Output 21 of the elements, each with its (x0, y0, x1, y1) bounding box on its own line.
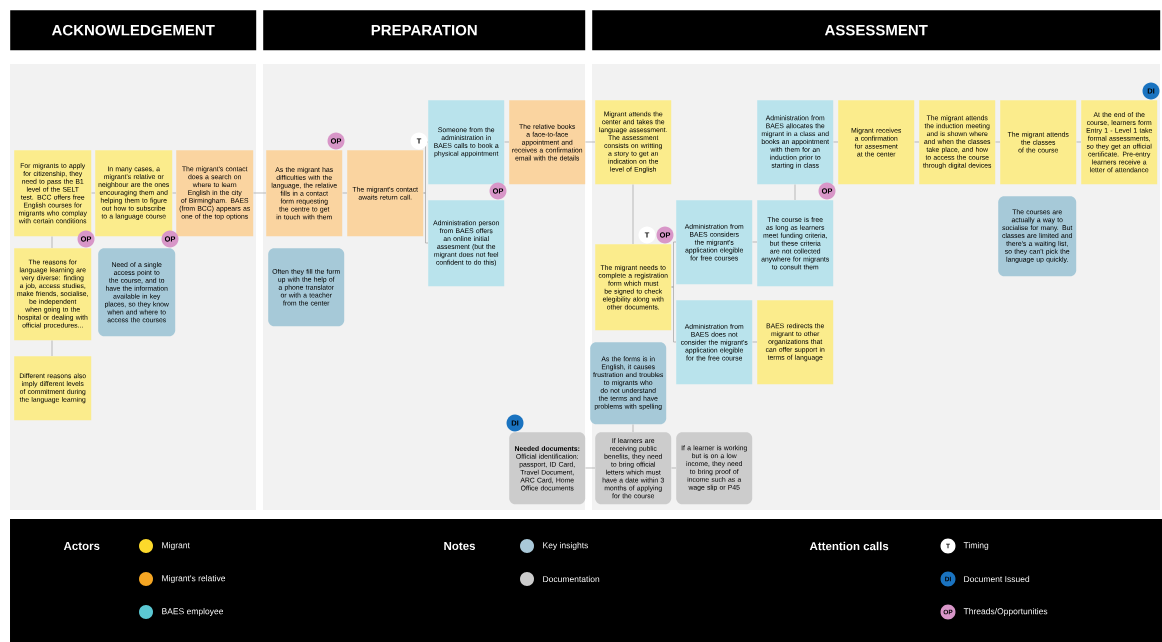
header-bar: ACKNOWLEDGEMENT (10, 10, 257, 51)
legend-label: Timing (963, 542, 989, 550)
legend-label: BAES employee (162, 608, 224, 616)
legend-label: Migrant (162, 542, 190, 550)
legend-heading: Attention calls (809, 541, 889, 551)
legend-label: Threads/Opportunities (963, 608, 1048, 616)
connector-line (253, 192, 267, 194)
header-bar: PREPARATION (263, 10, 586, 51)
legend-heading: Notes (444, 542, 475, 550)
connector-line (671, 241, 677, 288)
connector-line (423, 141, 429, 194)
connector-line (585, 467, 596, 469)
legend-label: Migrant's relative (162, 575, 226, 583)
connector-line (423, 192, 429, 244)
connector-line (671, 286, 677, 343)
legend-label: Documentation (543, 575, 600, 583)
legend-heading: Actors (63, 542, 100, 550)
legend-label: Document Issued (964, 575, 1030, 583)
legend-label: Key insights (543, 542, 589, 550)
connector-line (585, 141, 596, 143)
header-bar: ASSESSMENT (592, 10, 1161, 51)
